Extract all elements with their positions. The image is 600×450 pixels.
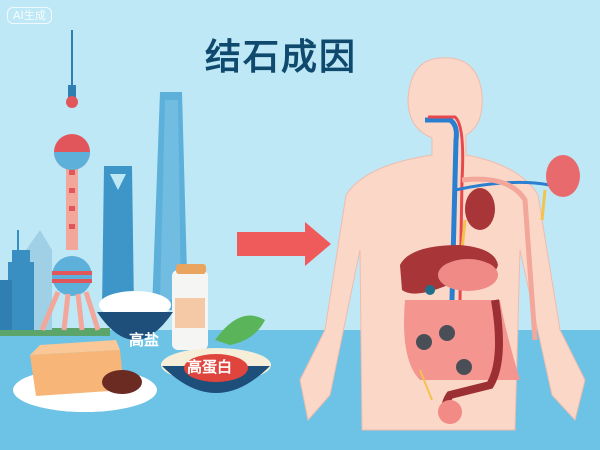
grass-strip <box>0 328 110 336</box>
high-salt-label: 高盐 <box>129 331 160 349</box>
page-title: 结石成因 <box>205 37 358 78</box>
ai-generated-badge: AI生成 <box>7 7 52 24</box>
high-protein-label: 高蛋白 <box>187 358 233 376</box>
